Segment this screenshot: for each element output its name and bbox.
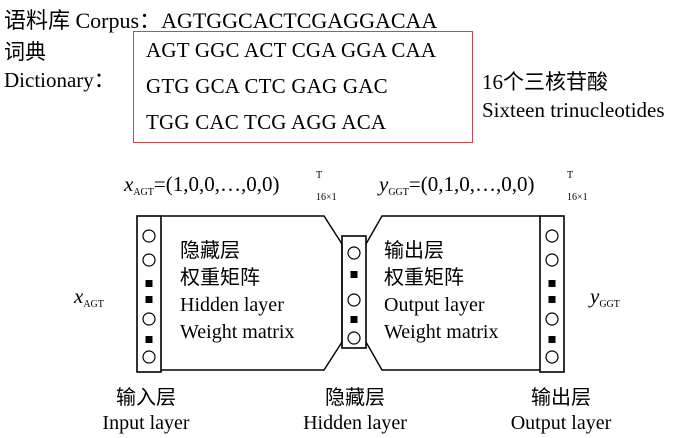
hidden-node-square bbox=[350, 316, 358, 323]
dictionary-label: 词典 Dictionary： bbox=[4, 38, 115, 94]
y-vector-dimension: 16×1 bbox=[567, 192, 588, 203]
dictionary-label-en: Dictionary： bbox=[4, 68, 115, 92]
output-weights-funnel bbox=[365, 215, 540, 371]
trinucleotides-label-cn: 16个三核苷酸 bbox=[482, 70, 608, 94]
trinucleotides-label-en: Sixteen trinucleotides bbox=[482, 98, 665, 122]
corpus-sequence: AGTGGCACTCGAGGACAA bbox=[161, 8, 438, 33]
dictionary-row: TGG CAC TCG AGG ACA bbox=[146, 110, 387, 134]
hidden-layer-label: 隐藏层 Hidden layer bbox=[285, 386, 425, 436]
output-vector-subscript: GGT bbox=[599, 299, 620, 310]
dictionary-row: AGT GGC ACT CGA GGA CAA bbox=[146, 38, 437, 62]
output-weights-line: Weight matrix bbox=[384, 321, 499, 343]
x-vector-definition: xAGT=(1,0,0,…,0,0) T 16×1 bbox=[124, 170, 337, 203]
input-layer-label-cn: 输入层 bbox=[116, 387, 176, 409]
dictionary-label-cn: 词典 bbox=[4, 40, 46, 64]
output-vector-label: yGGT bbox=[590, 284, 620, 310]
x-vector-symbol: x bbox=[124, 172, 134, 196]
x-vector-dimension: 16×1 bbox=[316, 192, 337, 203]
input-vector-subscript: AGT bbox=[83, 299, 104, 310]
output-node-circle bbox=[545, 253, 559, 267]
x-vector-value: =(1,0,0,…,0,0) bbox=[153, 172, 280, 196]
input-node-square bbox=[145, 296, 153, 303]
hidden-layer-label-cn: 隐藏层 bbox=[325, 387, 385, 409]
input-vector-label: xAGT bbox=[74, 284, 104, 310]
hidden-node-circle bbox=[347, 293, 361, 307]
input-layer-label-en: Input layer bbox=[102, 412, 190, 434]
output-node-square bbox=[548, 336, 556, 343]
dictionary-box: AGT GGC ACT CGA GGA CAA GTG GCA CTC GAG … bbox=[133, 31, 473, 143]
output-node-circle bbox=[545, 229, 559, 243]
input-layer-column bbox=[136, 215, 162, 373]
output-layer-label: 输出层 Output layer bbox=[486, 386, 636, 436]
input-node-square bbox=[145, 336, 153, 343]
y-vector-subscript: GGT bbox=[388, 187, 409, 198]
hidden-weights-line: 权重矩阵 bbox=[180, 267, 260, 289]
y-vector-value: =(0,1,0,…,0,0) bbox=[408, 172, 535, 196]
hidden-node-square bbox=[350, 271, 358, 278]
input-vector-symbol: x bbox=[74, 284, 84, 308]
output-weights-line: 输出层 bbox=[384, 240, 444, 262]
corpus-line: 语料库 Corpus：AGTGGCACTCGAGGACAA bbox=[4, 3, 437, 35]
x-vector-subscript: AGT bbox=[133, 187, 154, 198]
hidden-layer-label-en: Hidden layer bbox=[303, 412, 407, 434]
output-layer-column bbox=[539, 215, 565, 373]
output-node-circle bbox=[545, 350, 559, 364]
output-node-square bbox=[548, 296, 556, 303]
x-vector-transpose: T bbox=[316, 170, 323, 181]
input-node-circle bbox=[142, 350, 156, 364]
output-node-circle bbox=[545, 312, 559, 326]
hidden-weights-line: 隐藏层 bbox=[180, 240, 240, 262]
output-weights-line: Output layer bbox=[384, 294, 485, 316]
y-vector-transpose: T bbox=[567, 170, 574, 181]
vector-definitions: xAGT=(1,0,0,…,0,0) T 16×1 yGGT=(0,1,0,…,… bbox=[0, 164, 700, 208]
hidden-layer-column bbox=[341, 235, 367, 349]
input-node-circle bbox=[142, 312, 156, 326]
y-vector-symbol: y bbox=[379, 172, 389, 196]
trinucleotides-label: 16个三核苷酸 Sixteen trinucleotides bbox=[482, 68, 665, 124]
output-layer-label-en: Output layer bbox=[510, 412, 612, 434]
output-node-square bbox=[548, 280, 556, 287]
input-layer-label: 输入层 Input layer bbox=[76, 386, 216, 436]
corpus-label: 语料库 Corpus： bbox=[4, 8, 162, 33]
dictionary-row: GTG GCA CTC GAG GAC bbox=[146, 74, 388, 98]
y-vector-definition: yGGT=(0,1,0,…,0,0) T 16×1 bbox=[379, 170, 588, 203]
hidden-weights-text: 隐藏层 权重矩阵 Hidden layer Weight matrix bbox=[180, 238, 294, 346]
hidden-weights-line: Weight matrix bbox=[180, 321, 295, 343]
output-weights-text: 输出层 权重矩阵 Output layer Weight matrix bbox=[384, 238, 498, 346]
hidden-weights-line: Hidden layer bbox=[180, 294, 284, 316]
network-diagram: xAGT yGGT 隐藏层 权重矩阵 Hidden layer Weight m… bbox=[0, 212, 700, 378]
output-weights-line: 权重矩阵 bbox=[384, 267, 464, 289]
input-node-circle bbox=[142, 253, 156, 267]
input-node-square bbox=[145, 280, 153, 287]
hidden-node-circle bbox=[347, 331, 361, 345]
network-diagram-graphic bbox=[136, 215, 565, 373]
output-vector-symbol: y bbox=[590, 284, 600, 308]
hidden-node-circle bbox=[347, 246, 361, 260]
output-layer-label-cn: 输出层 bbox=[531, 387, 591, 409]
input-node-circle bbox=[142, 229, 156, 243]
